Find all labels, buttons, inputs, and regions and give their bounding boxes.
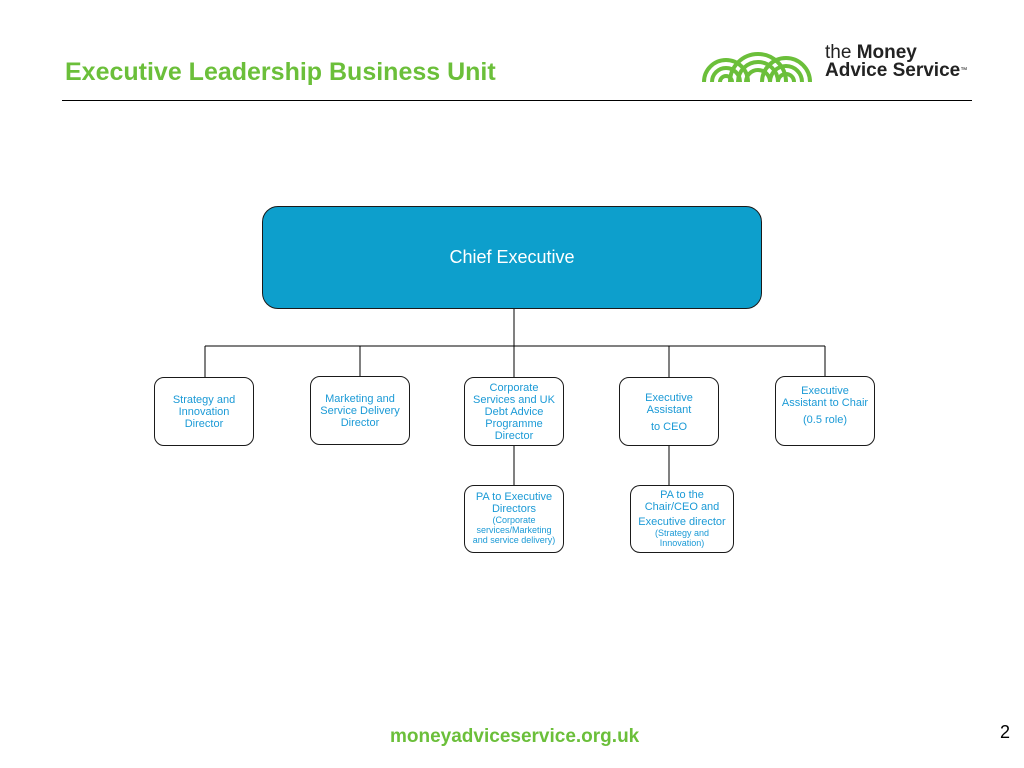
pa-chair-ceo-label: PA to the Chair/CEO and: [644, 489, 720, 513]
marketing-director-box: Marketing and Service Delivery Director: [310, 376, 410, 445]
marketing-director-label: Marketing and Service Delivery Director: [320, 393, 400, 429]
executive-assistant-ceo-label: Executive Assistant: [645, 392, 693, 416]
pa-chair-ceo-box: PA to the Chair/CEO and Executive direct…: [630, 485, 734, 553]
corporate-services-director-label: Corporate Services and UK Debt Advice Pr…: [473, 382, 555, 442]
pa-executive-directors-box: PA to Executive Directors (Corporate ser…: [464, 485, 564, 553]
executive-assistant-ceo-box: Executive Assistant to CEO: [619, 377, 719, 446]
pa-chair-ceo-note: (Strategy and Innovation): [654, 528, 710, 548]
money-advice-service-logo: the Money Advice Service™: [700, 38, 970, 88]
corporate-services-director-box: Corporate Services and UK Debt Advice Pr…: [464, 377, 564, 446]
pa-chair-ceo-label-2: Executive director: [638, 516, 726, 528]
pa-executive-directors-note: (Corporate services/Marketing and servic…: [472, 515, 556, 545]
chief-executive-label: Chief Executive: [449, 247, 575, 267]
page-number: 2: [1000, 722, 1011, 742]
logo-text-the: the: [825, 42, 857, 63]
chief-executive-box: Chief Executive: [262, 206, 762, 309]
strategy-director-label: Strategy and Innovation Director: [172, 394, 236, 430]
executive-assistant-chair-box: Executive Assistant to Chair (0.5 role): [775, 376, 875, 446]
pa-executive-directors-label: PA to Executive Directors: [475, 491, 553, 515]
logo-wordmark: the Money Advice Service™: [825, 42, 968, 81]
executive-assistant-ceo-sublabel: to CEO: [650, 421, 688, 433]
trademark-symbol: ™: [960, 67, 968, 74]
executive-assistant-chair-sublabel: (0.5 role): [802, 414, 848, 426]
strategy-director-box: Strategy and Innovation Director: [154, 377, 254, 446]
rainbow-arcs-icon: [702, 52, 812, 83]
footer-website-url: moneyadviceservice.org.uk: [390, 726, 640, 747]
page-title: Executive Leadership Business Unit: [65, 58, 496, 86]
executive-assistant-chair-label: Executive Assistant to Chair: [781, 385, 869, 409]
header-divider: [62, 100, 972, 101]
logo-text-money: Money: [856, 42, 917, 63]
logo-text-advice-service: Advice Service: [825, 60, 961, 81]
